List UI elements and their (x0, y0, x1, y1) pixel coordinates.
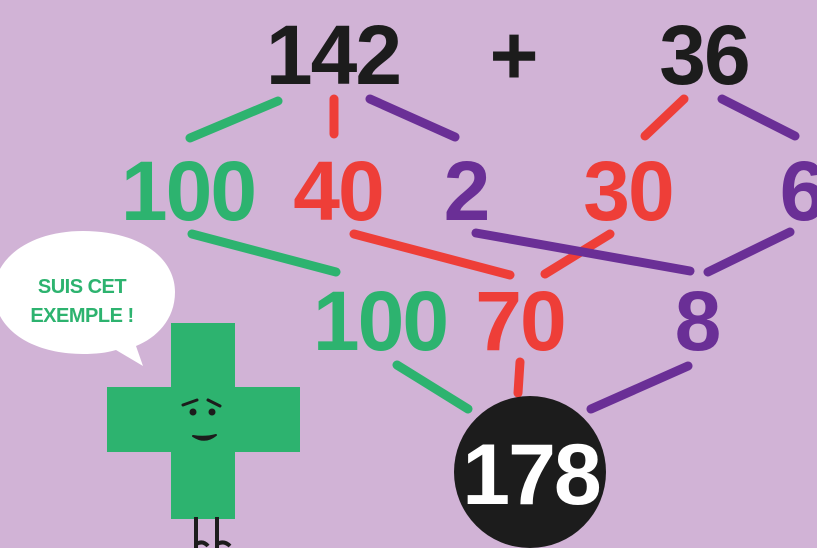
result-number: 178 (462, 427, 600, 523)
connector-sum-8-to-result (591, 366, 688, 409)
decomposition-ones-b: 6 (780, 144, 817, 238)
speech-bubble: SUIS CET EXEMPLE ! (0, 231, 175, 366)
connectors-middle (192, 232, 790, 275)
connector-40-to-sum-70 (354, 234, 510, 275)
plus-operator: + (489, 8, 536, 102)
connector-100-to-sum-100 (192, 234, 336, 272)
decomposition-hundreds: 100 (121, 144, 255, 238)
top-left-number: 142 (266, 8, 400, 102)
connector-2-to-sum-8 (476, 233, 690, 271)
connector-sum-100-to-result (397, 365, 468, 409)
connector-36-to-30 (645, 99, 684, 136)
mascot-horizontal-bar (107, 387, 300, 452)
decomposition-tens-b: 30 (583, 144, 672, 238)
speech-bubble-line-1: SUIS CET (38, 276, 127, 298)
top-right-number: 36 (659, 8, 748, 102)
mascot-left-eye (190, 409, 197, 416)
mascot-right-eye (209, 409, 216, 416)
sum-ones: 8 (675, 274, 720, 368)
connector-36-to-6 (722, 99, 795, 136)
sum-tens: 70 (475, 274, 564, 368)
decomposition-tens-a: 40 (293, 144, 382, 238)
connector-142-to-2 (370, 99, 455, 137)
connector-142-to-100 (190, 101, 278, 138)
decomposition-ones-a: 2 (444, 144, 489, 238)
speech-bubble-shape (0, 231, 175, 366)
sum-hundreds: 100 (313, 274, 447, 368)
connectors-top (190, 99, 795, 138)
connector-6-to-sum-8 (708, 232, 790, 272)
speech-bubble-line-2: EXEMPLE ! (30, 305, 133, 327)
result-badge: 178 (454, 396, 606, 548)
